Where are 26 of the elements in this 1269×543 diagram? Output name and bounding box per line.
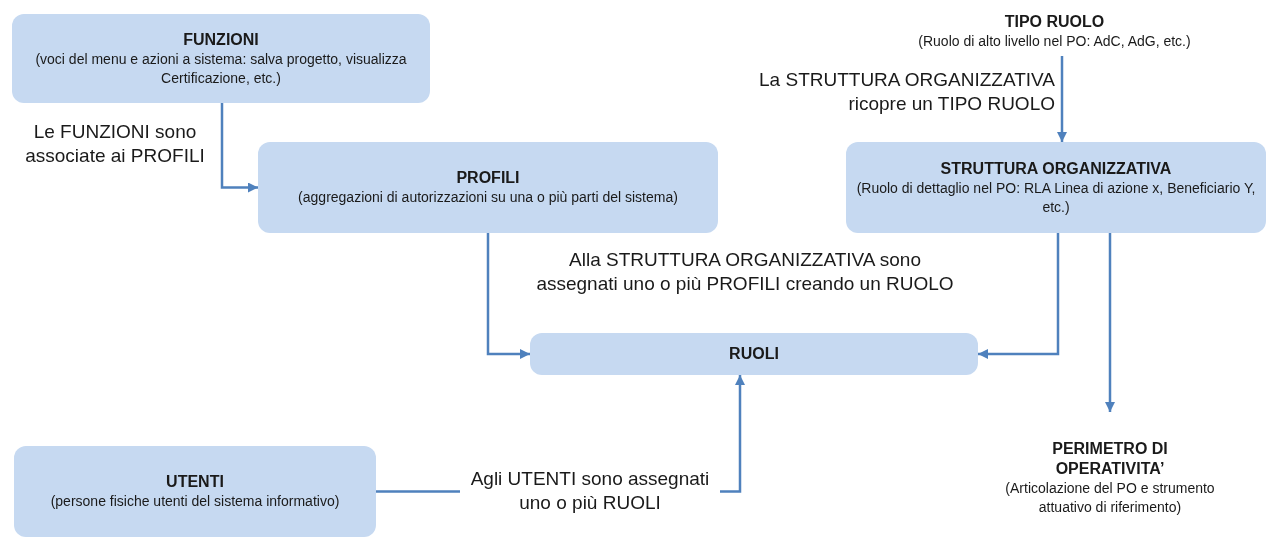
node-description: (Articolazione del PO e strumento attuativo di riferimento) [1004,478,1216,517]
arrow [1057,56,1067,142]
node-title: PROFILI [456,168,520,188]
process-box [12,14,430,103]
node-title: TIPO RUOLO [1004,11,1105,32]
node-title: UTENTI [166,472,224,492]
node-title: STRUTTURA ORGANIZZATIVA [940,158,1172,179]
node-description: (persone fisiche utenti del sistema informativo) [50,492,340,511]
annotation-text: Alla STRUTTURA ORGANIZZATIVA sono assegnati uno o più PROFILI creando un RUOLO [535,248,955,296]
node-title: PERIMETRO DI OPERATIVITA’ [1051,438,1169,479]
process-box [846,142,1266,233]
node-title: RUOLI [729,344,779,364]
arrow [486,233,530,359]
process-box [530,333,978,375]
edge-label: Le FUNZIONI sono associate ai PROFILI [24,120,206,168]
arrow [1105,233,1115,412]
process-box [14,446,376,537]
node-description: (Ruolo di alto livello nel PO: AdC, AdG, etc.) [918,31,1191,51]
process-box [258,142,718,233]
node-description: (Ruolo di dettaglio nel PO: RLA Linea di azione x, Beneficiario Y, etc.) [855,178,1257,217]
arrow [978,233,1060,359]
node-description: (voci del menu e azioni a sistema: salva progetto, visualizza Certificazione, etc.) [34,49,408,88]
node-description: (aggregazioni di autorizzazioni su una o più parti del sistema) [298,188,678,207]
node-title: FUNZIONI [183,29,259,50]
edge-label: La STRUTTURA ORGANIZZATIVA ricopre un TIPO RUOLO [758,68,1055,116]
arrow [220,103,258,193]
